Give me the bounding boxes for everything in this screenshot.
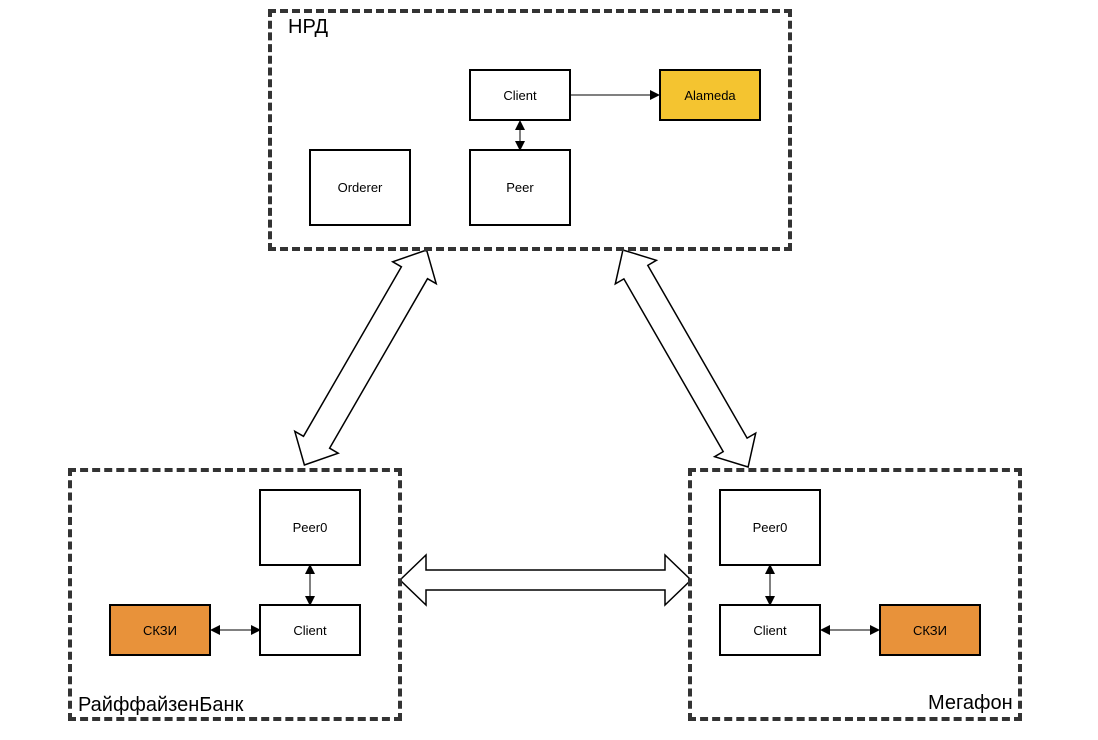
- meg-skzi-node[interactable]: СКЗИ: [879, 604, 981, 656]
- raif-peer0-node[interactable]: Peer0: [259, 489, 361, 566]
- nrd-orderer-node[interactable]: Orderer: [309, 149, 411, 226]
- raif-client-node[interactable]: Client: [259, 604, 361, 656]
- group-raif: [68, 468, 402, 721]
- nrd-megafon-double-arrow: [614, 249, 757, 468]
- group-megafon: [688, 468, 1022, 721]
- group-nrd-label: НРД: [288, 16, 328, 38]
- nrd-raif-double-arrow: [293, 249, 438, 466]
- group-megafon-label: Мегафон: [928, 692, 1013, 714]
- nrd-client-node[interactable]: Client: [469, 69, 571, 121]
- meg-client-node[interactable]: Client: [719, 604, 821, 656]
- raif-megafon-double-arrow: [398, 553, 693, 607]
- group-raif-label: РайффайзенБанк: [78, 694, 244, 716]
- nrd-peer-node[interactable]: Peer: [469, 149, 571, 226]
- nrd-alameda-node[interactable]: Alameda: [659, 69, 761, 121]
- raif-skzi-node[interactable]: СКЗИ: [109, 604, 211, 656]
- group-nrd: [268, 9, 792, 251]
- meg-peer0-node[interactable]: Peer0: [719, 489, 821, 566]
